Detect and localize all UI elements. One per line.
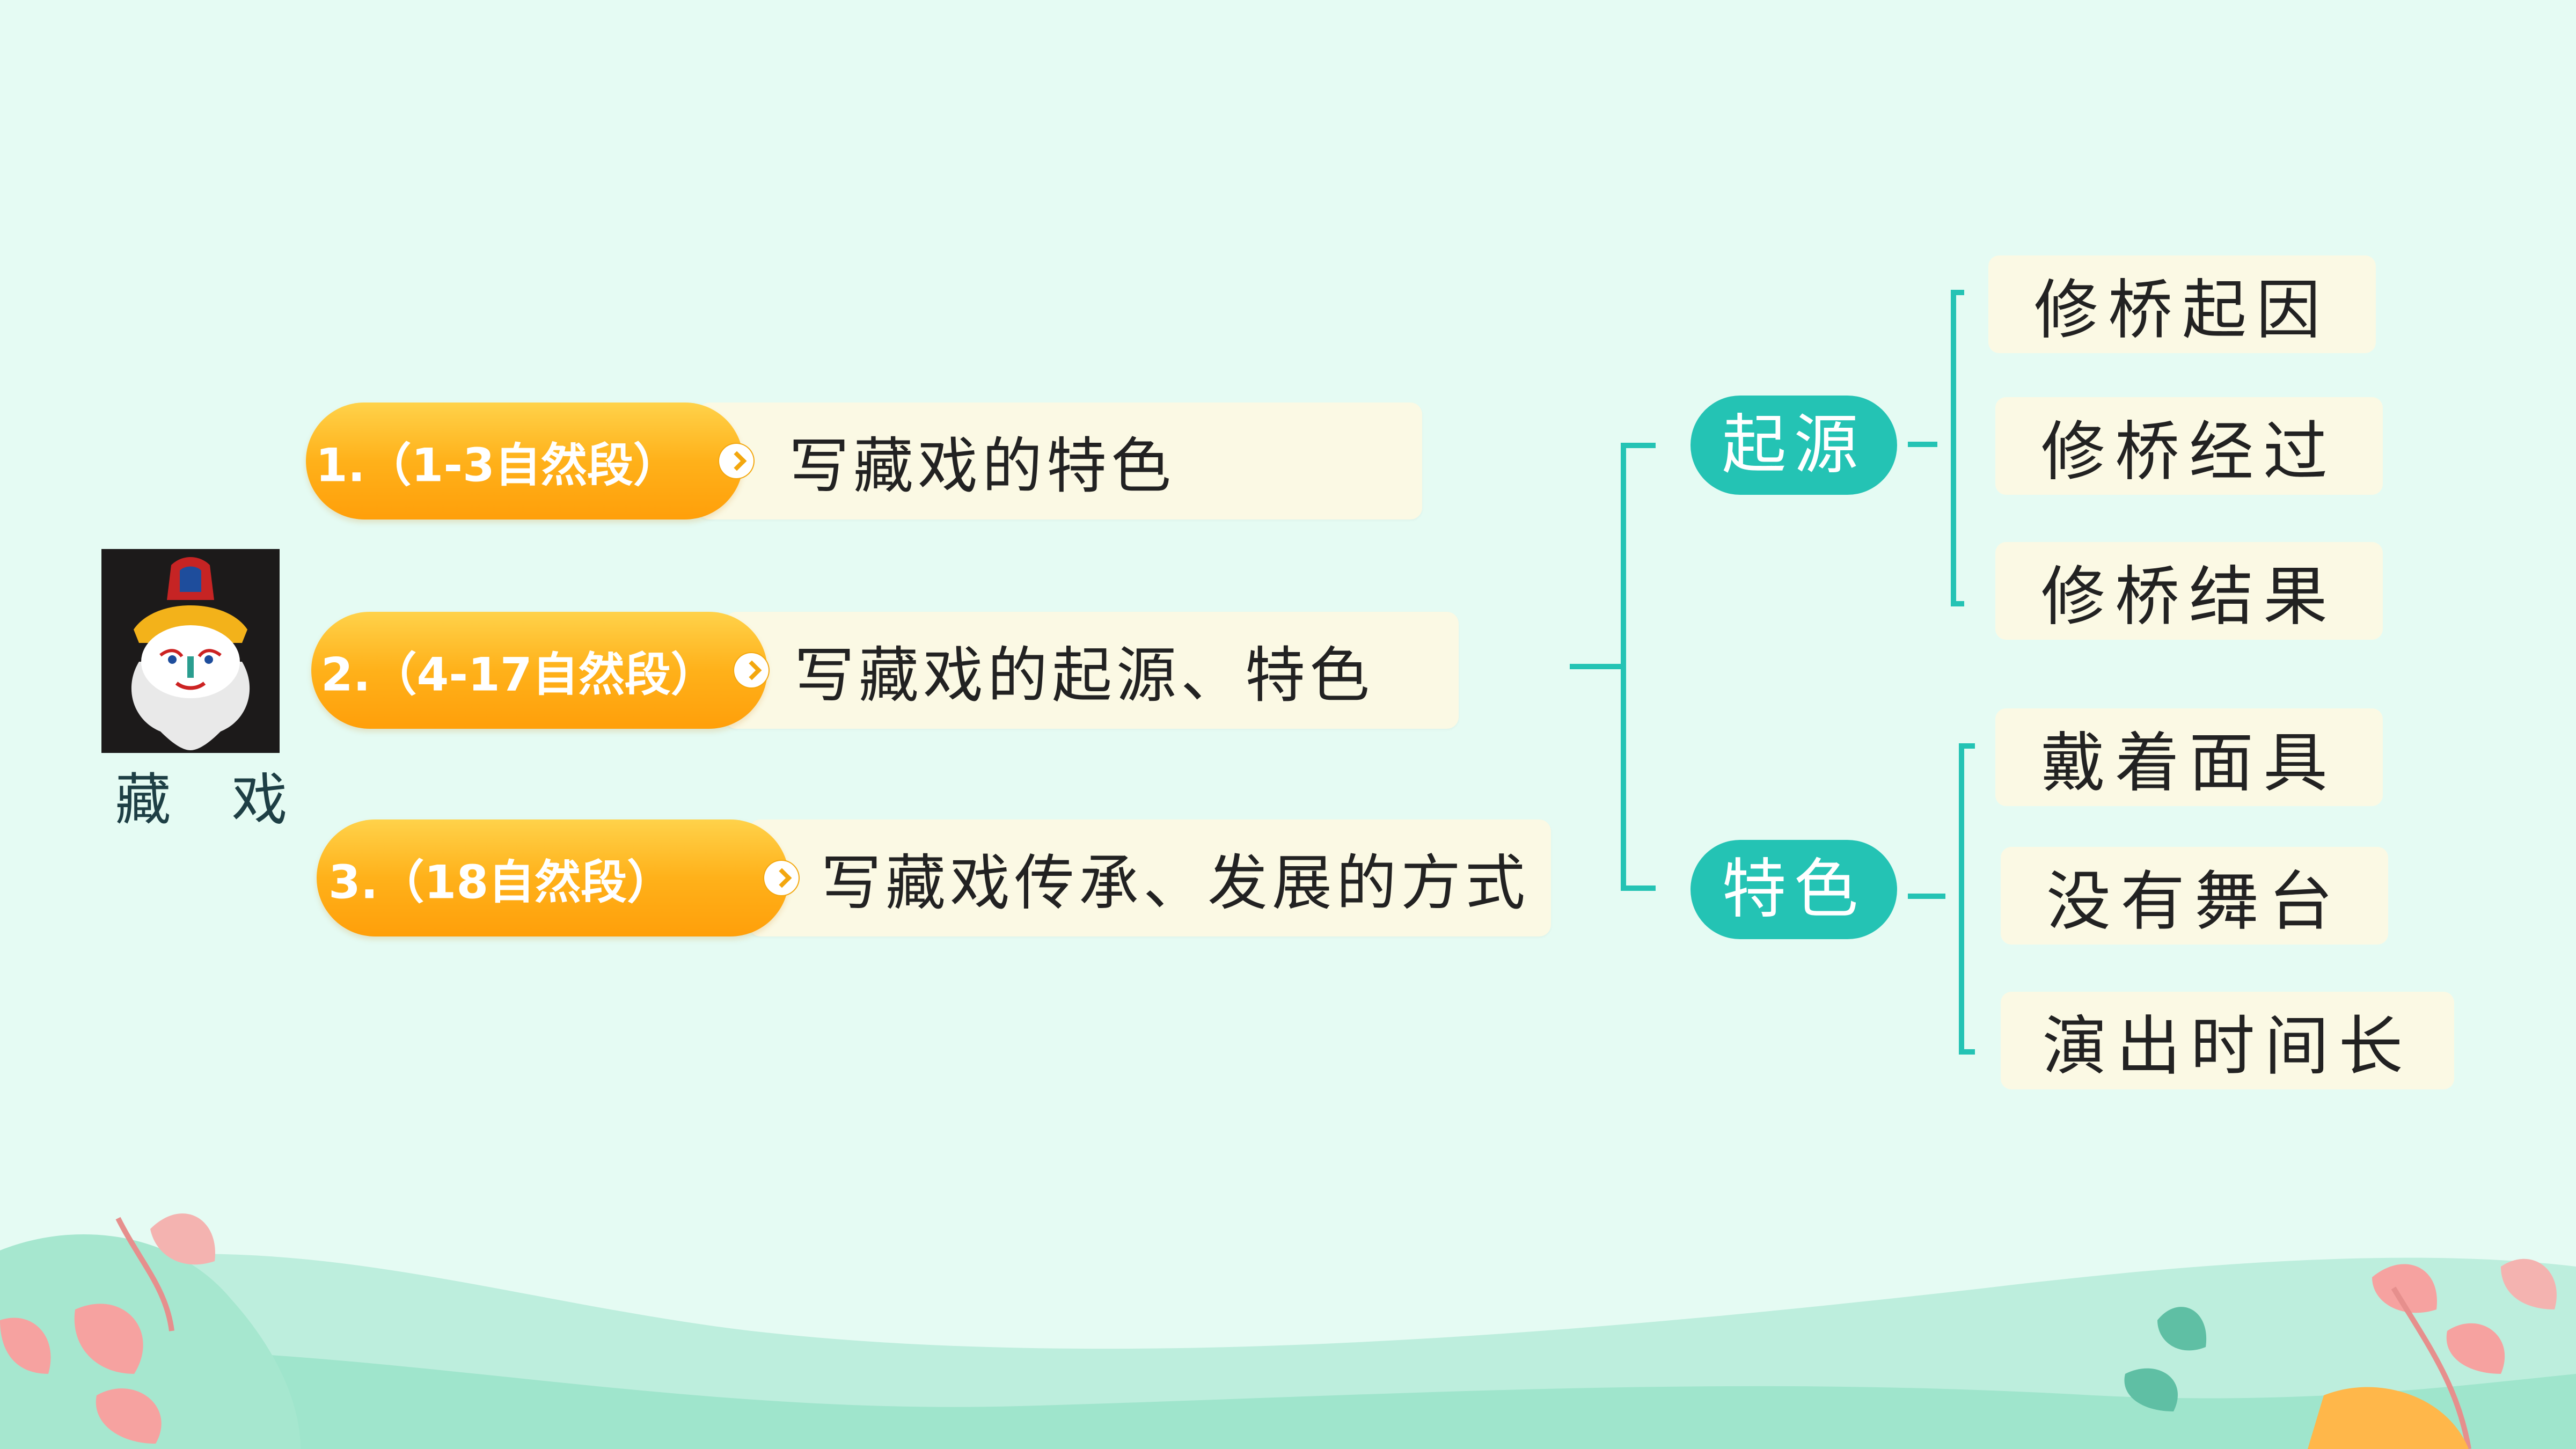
paragraph-row-2-desc: 写藏戏的起源、特色 [794, 641, 1374, 711]
feature-item-3-text: 演出时间长 [2042, 1009, 2413, 1084]
origin-item-2: 修桥经过 [1995, 397, 2383, 495]
connector-lines [1570, 290, 1975, 1055]
feature-item-3: 演出时间长 [2001, 992, 2454, 1089]
category-features: 特色 [1690, 840, 1897, 939]
paragraph-row-3-desc: 写藏戏传承、发展的方式 [821, 848, 1529, 918]
origin-item-2-text: 修桥经过 [2041, 415, 2337, 489]
chevron-right-icon [734, 653, 769, 687]
topic-caption: 藏 戏 [115, 767, 309, 832]
tibetan-opera-mask-image [101, 549, 280, 753]
category-origin: 起源 [1690, 396, 1897, 495]
leaf-cluster-right [2124, 1258, 2557, 1449]
paragraph-row-2-desc-box: 写藏戏的起源、特色 [724, 612, 1459, 729]
leaf-cluster-left [0, 1213, 215, 1444]
paragraph-row-3-label-pill: 3.（18自然段） [317, 819, 789, 936]
chevron-right-icon [719, 444, 753, 478]
paragraph-row-1-desc-box: 写藏戏的特色 [698, 402, 1422, 519]
origin-item-1: 修桥起因 [1988, 255, 2376, 353]
paragraph-row-3-label: 3.（18自然段） [328, 855, 674, 910]
hill-front [0, 1349, 2576, 1449]
feature-item-1: 戴着面具 [1995, 708, 2383, 806]
chevron-right-icon [764, 861, 799, 895]
paragraph-row-2-label: 2.（4-17自然段） [321, 648, 717, 702]
paragraph-row-1-label: 1.（1-3自然段） [316, 438, 679, 493]
feature-item-2-text: 没有舞台 [2046, 865, 2343, 939]
hill-left-bump [0, 1234, 301, 1449]
feature-item-2: 没有舞台 [2001, 847, 2388, 945]
paragraph-row-1-label-pill: 1.（1-3自然段） [306, 402, 743, 519]
paragraph-row-2-label-pill: 2.（4-17自然段） [311, 612, 767, 729]
feature-item-1-text: 戴着面具 [2041, 726, 2337, 801]
origin-item-1-text: 修桥起因 [2034, 273, 2330, 348]
paragraph-row-3-desc-box: 写藏戏传承、发展的方式 [749, 819, 1551, 936]
paragraph-row-1-desc: 写藏戏的特色 [789, 431, 1175, 501]
origin-item-3-text: 修桥结果 [2041, 560, 2337, 634]
origin-item-3: 修桥结果 [1995, 542, 2383, 640]
